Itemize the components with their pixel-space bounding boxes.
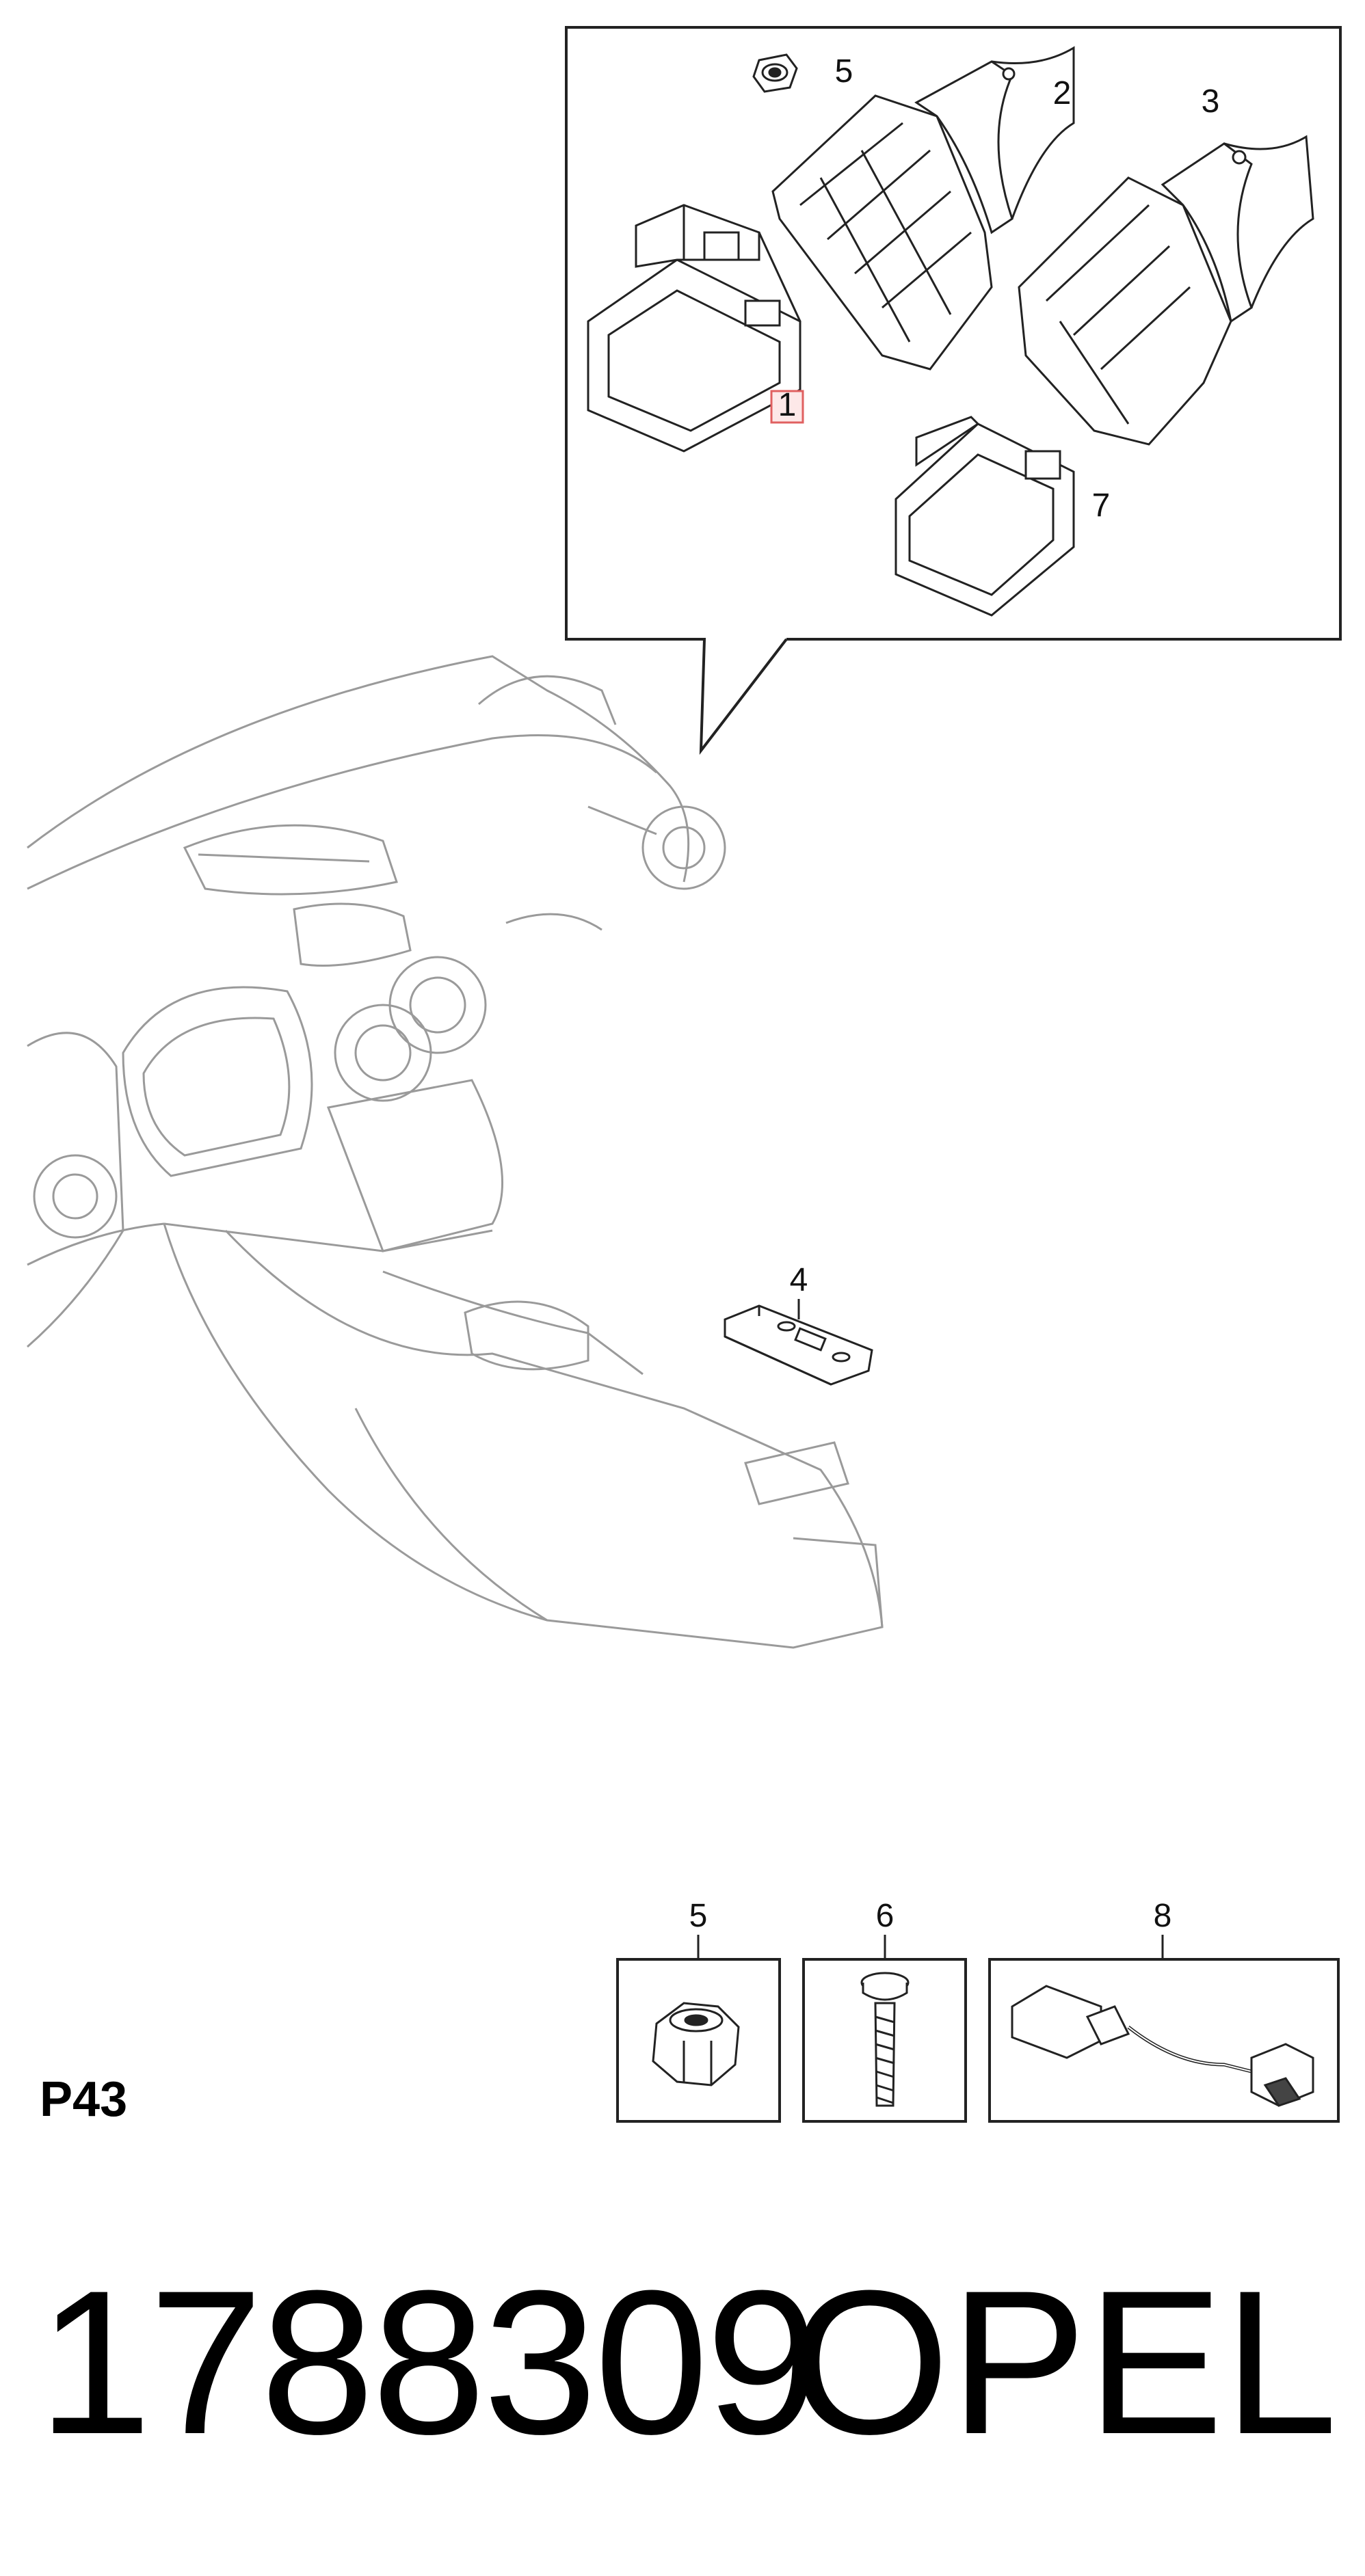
- page-code: P43: [40, 2072, 128, 2127]
- dashboard-sketch: [27, 655, 884, 1649]
- part-5-nut-bottom[interactable]: [652, 2002, 740, 2087]
- detail-box-6: [802, 1935, 967, 2123]
- part-3-bracket[interactable]: [1018, 135, 1314, 446]
- callout-6: 6: [876, 1898, 894, 1934]
- callout-5-bottom: 5: [689, 1898, 708, 1934]
- part-1-control-module[interactable]: [587, 204, 801, 453]
- detail-box-5: [616, 1935, 781, 2123]
- part-1-highlight: [770, 390, 804, 424]
- callout-3: 3: [1202, 83, 1220, 120]
- part-6-screw[interactable]: [860, 1972, 910, 2107]
- part-4-switch[interactable]: [724, 1304, 873, 1386]
- part-5-nut-top[interactable]: [752, 53, 798, 93]
- part-number: 1788309: [38, 2247, 820, 2477]
- part-8-sensor-harness[interactable]: [1011, 1985, 1314, 2107]
- detail-callout-box: [565, 26, 1342, 755]
- detail-box-8: [988, 1935, 1340, 2123]
- brand-name: OPEL: [790, 2247, 1338, 2477]
- callout-5-top: 5: [835, 53, 853, 90]
- part-2-bracket[interactable]: [771, 46, 1075, 371]
- callout-1: 1: [778, 387, 797, 423]
- callout-2: 2: [1053, 75, 1072, 111]
- callout-7: 7: [1092, 487, 1111, 524]
- part-7-module[interactable]: [894, 416, 1075, 617]
- callout-4: 4: [790, 1262, 808, 1298]
- callout-8: 8: [1154, 1898, 1172, 1934]
